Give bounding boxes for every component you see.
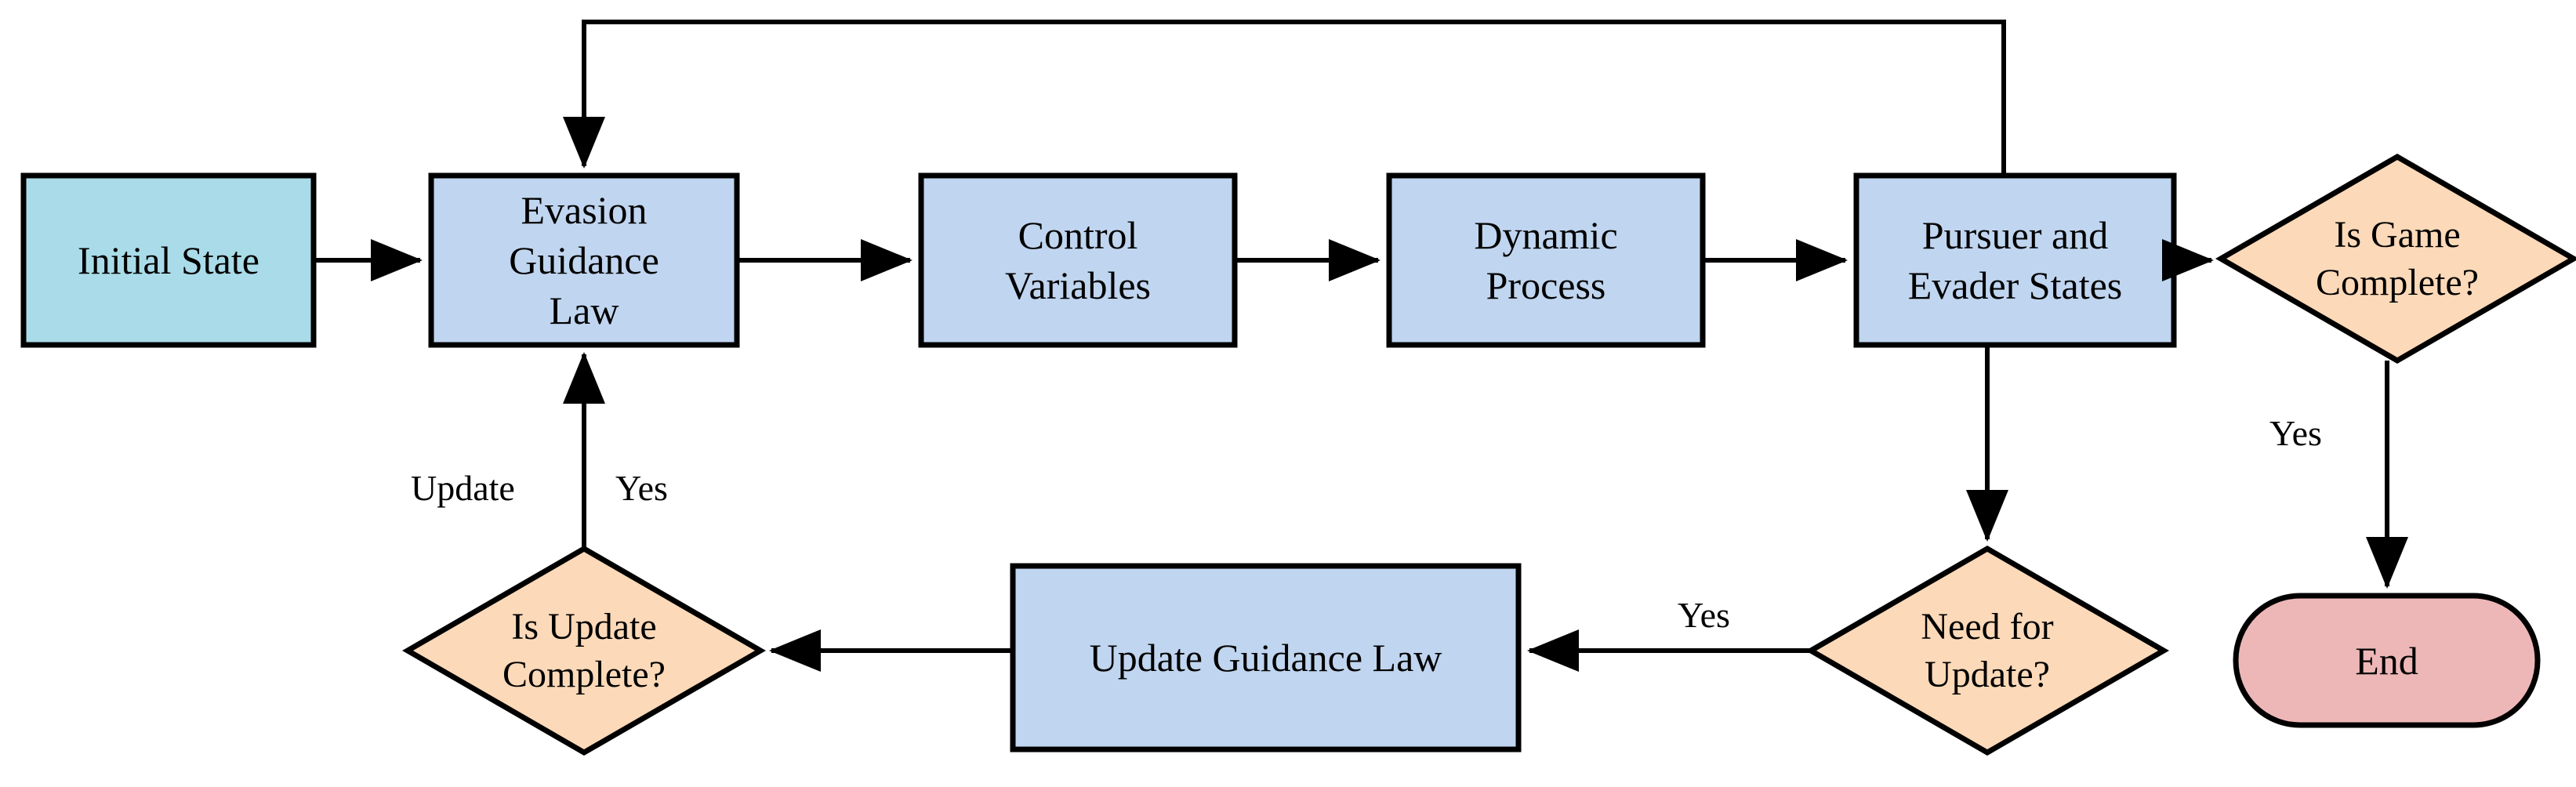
node-is-game-complete[interactable] xyxy=(2215,153,2576,364)
edge-label-isupdate-update: Update xyxy=(411,468,515,508)
node-end[interactable] xyxy=(2233,593,2541,728)
node-dynamic-process[interactable] xyxy=(1386,172,1706,348)
node-need-for-update[interactable] xyxy=(1805,545,2169,756)
node-is-update-complete[interactable] xyxy=(402,545,766,756)
node-control-variables[interactable] xyxy=(918,172,1238,348)
edge-label-needupdate-yes: Yes xyxy=(1678,595,1730,635)
node-initial-state[interactable] xyxy=(20,172,317,348)
node-pursuer-and-evader-states[interactable] xyxy=(1853,172,2177,348)
node-update-guidance-law[interactable] xyxy=(1010,563,1522,753)
edge-label-isupdate-yes: Yes xyxy=(615,468,668,508)
node-evasion-guidance-law[interactable] xyxy=(428,172,740,348)
edge-pursuer-feedback-to-evasion xyxy=(563,20,2006,176)
edge-label-isgame-yes: Yes xyxy=(2269,413,2322,453)
